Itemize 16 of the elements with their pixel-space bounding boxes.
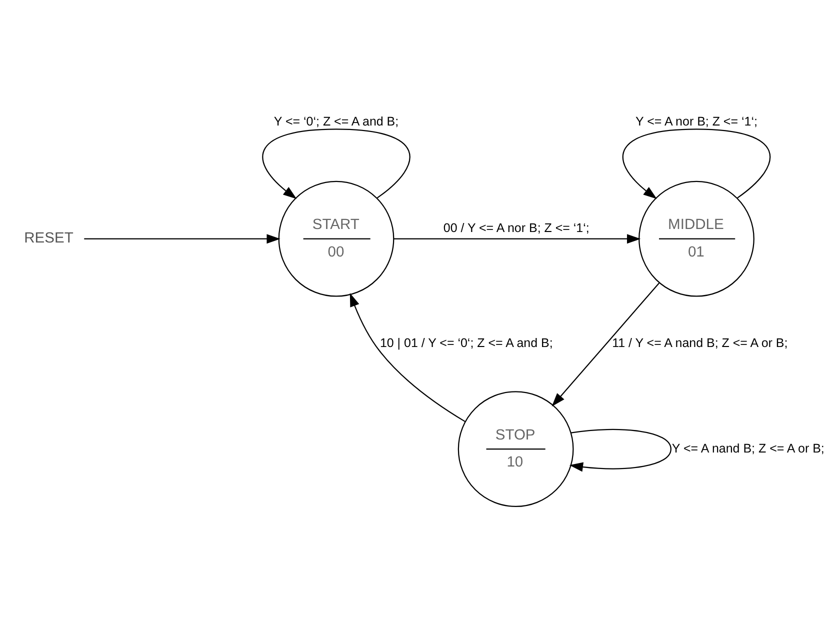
arrow <box>568 428 671 472</box>
edge-label: 11 / Y <= A nand B; Z <= A or B; <box>612 336 788 350</box>
node-circle: MIDDLE 01 <box>638 180 754 297</box>
edge-label: Y <= ‘0‘; Z <= A and B; <box>273 114 398 129</box>
arrow <box>262 128 410 199</box>
arrow <box>622 128 770 199</box>
node-text: RESET <box>24 230 73 247</box>
edge-label: 10 | 01 / Y <= ‘0‘; Z <= A and B; <box>379 336 552 350</box>
arrow <box>393 234 640 244</box>
arrow <box>84 234 280 244</box>
edge-label: Y <= A nor B; Z <= ‘1‘; <box>635 114 757 129</box>
edge-label: 00 / Y <= A nor B; Z <= ‘1‘; <box>442 220 589 235</box>
arrow <box>551 282 659 407</box>
node-circle: START 00 <box>278 180 394 297</box>
arrow <box>349 292 465 422</box>
edge-label: Y <= A nand B; Z <= A or B; <box>671 441 824 456</box>
